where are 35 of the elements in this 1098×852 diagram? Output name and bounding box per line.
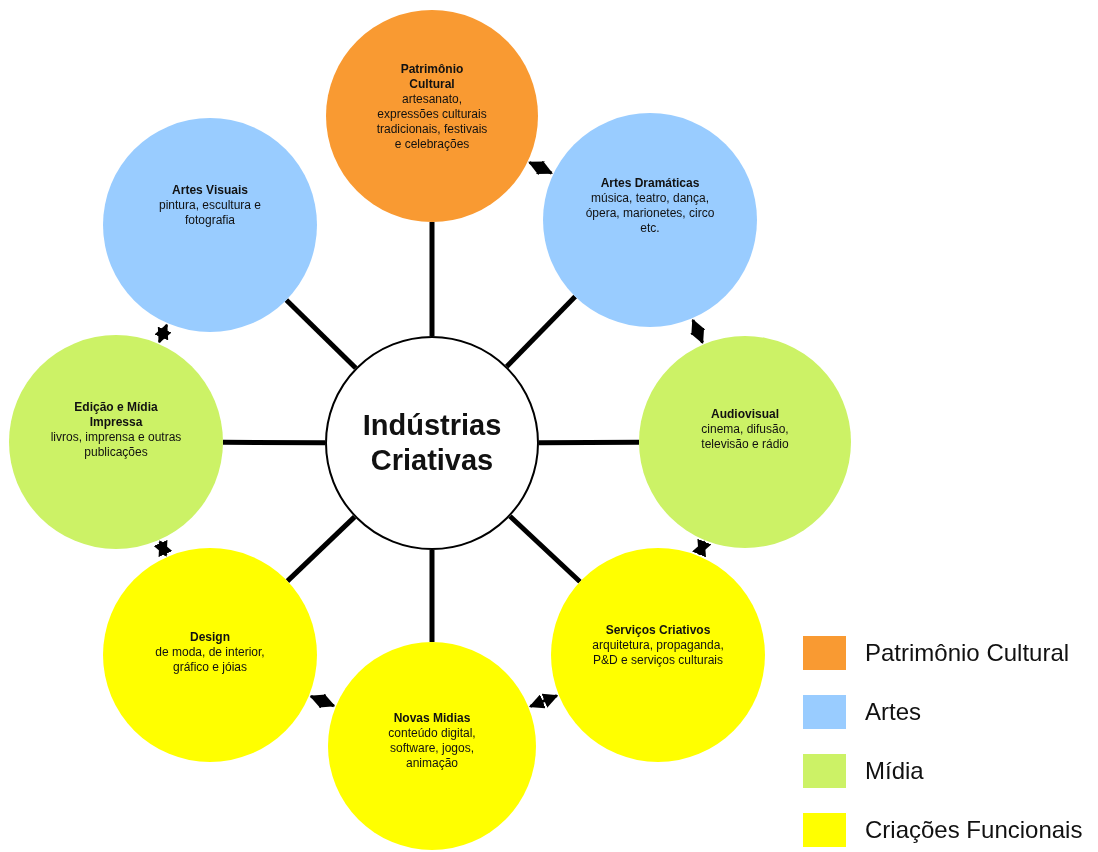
- connector-line: [508, 514, 582, 584]
- node-heading: Audiovisual: [710, 407, 780, 422]
- legend-label: Artes: [865, 698, 921, 726]
- connector-line: [505, 294, 577, 369]
- double-arrow: [690, 318, 706, 345]
- legend-label: Mídia: [865, 757, 924, 785]
- node-description: artesanato, expressões culturais tradicionais, festivais e celebrações: [376, 92, 488, 152]
- node-heading: Indústrias Criativas: [361, 408, 503, 478]
- node-description: pintura, escultura e fotografia: [157, 198, 263, 228]
- connector-line: [429, 222, 435, 336]
- legend-label: Patrimônio Cultural: [865, 639, 1070, 667]
- node-heading: Artes Visuais: [171, 183, 249, 198]
- node-heading: Serviços Criativos: [604, 623, 712, 638]
- connector-line: [284, 298, 358, 370]
- connector-line: [429, 550, 435, 642]
- double-arrow: [309, 693, 336, 709]
- connector-line: [539, 439, 639, 446]
- node-heading: Edição e Mídia Impressa: [73, 400, 159, 430]
- double-arrow: [153, 539, 173, 558]
- double-arrow: [692, 538, 712, 558]
- legend-label: Criações Funcionais: [865, 816, 1083, 844]
- node-description: cinema, difusão, televisão e rádio: [700, 422, 790, 452]
- node-description: arquitetura, propaganda, P&D e serviços culturais: [592, 638, 724, 668]
- node-heading: Novas Midias: [392, 711, 472, 726]
- double-arrow: [528, 160, 553, 176]
- connector-line: [223, 439, 325, 446]
- node-description: de moda, de interior, gráfico e jóias: [154, 645, 266, 675]
- double-arrow: [528, 693, 559, 709]
- double-arrow: [154, 323, 172, 344]
- node-description: conteúdo digital, software, jogos, animação: [387, 726, 477, 771]
- connector-line: [285, 515, 357, 583]
- node-heading: Artes Dramáticas: [599, 176, 701, 191]
- node-heading: Design: [189, 630, 231, 645]
- node-description: livros, imprensa e outras publicações: [50, 430, 182, 460]
- node-description: música, teatro, dança, ópera, marionetes, circo etc.: [584, 191, 716, 236]
